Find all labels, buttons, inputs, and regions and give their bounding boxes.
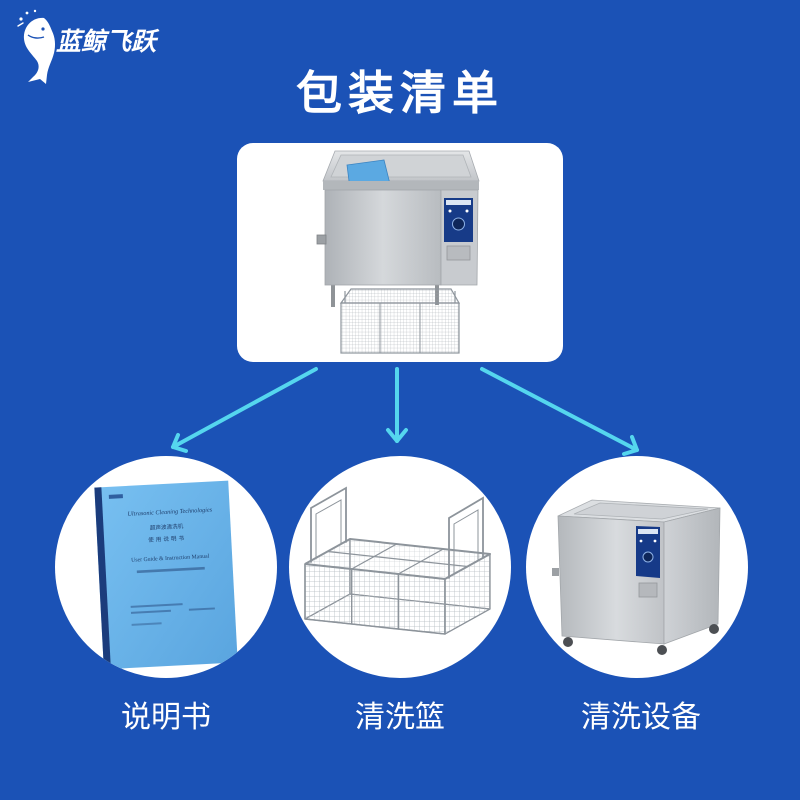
basket-divider xyxy=(327,550,468,568)
panel-button xyxy=(448,209,452,213)
caster-wheel xyxy=(563,637,573,647)
ultrasonic-cleaner-with-basket-photo xyxy=(316,150,480,354)
manual-logo-mark xyxy=(108,494,123,499)
control-dial xyxy=(642,551,654,563)
manual-text-bar xyxy=(136,566,205,574)
basket-body xyxy=(304,538,491,635)
manual-cover-line: User Guide & Instruction Manual xyxy=(131,554,210,564)
drain-pipe xyxy=(316,234,327,245)
brand-name: 蓝鲸飞跃 xyxy=(56,27,157,56)
caster-wheel xyxy=(657,645,667,655)
basket-right-handle xyxy=(448,496,484,579)
machine-top-band xyxy=(323,181,479,190)
cleaner-machine xyxy=(552,499,721,655)
item-label-manual: 说明书 xyxy=(121,700,211,735)
page-title: 包装清单 xyxy=(296,66,504,120)
control-panel-strip xyxy=(638,529,658,534)
cleaning-basket xyxy=(339,288,461,354)
machine-front xyxy=(324,189,442,286)
caster-wheel xyxy=(709,624,719,634)
instruction-manual-photo: Ultrasonic Cleaning Technologies 超声波清洗机 … xyxy=(94,480,238,670)
panel-button xyxy=(653,539,657,543)
item-label-equipment: 清洗设备 xyxy=(581,700,701,735)
basket-left-handle xyxy=(310,486,347,563)
wire-cleaning-basket-photo xyxy=(304,486,491,635)
basket-circle xyxy=(289,456,511,678)
manual-text-bar xyxy=(188,607,215,611)
panel-button xyxy=(639,539,643,543)
ultrasonic-cleaner-photo xyxy=(552,499,721,655)
machine-side xyxy=(663,507,721,645)
basket-front xyxy=(340,302,460,354)
control-panel-strip xyxy=(446,200,471,205)
manual-text-bar xyxy=(130,609,171,614)
manual-cover xyxy=(94,480,238,670)
manual-cover-line: Ultrasonic Cleaning Technologies xyxy=(127,506,213,517)
manual-spine xyxy=(94,487,111,670)
arrow-to-basket xyxy=(386,367,408,443)
machine-leg xyxy=(331,283,335,307)
drain-pipe xyxy=(552,568,559,576)
manual-book: Ultrasonic Cleaning Technologies 超声波清洗机 … xyxy=(94,480,238,670)
basket-top-rim xyxy=(304,538,491,580)
basket-top xyxy=(339,288,461,304)
arrow-to-manual xyxy=(171,367,318,453)
manual-circle: Ultrasonic Cleaning Technologies 超声波清洗机 … xyxy=(55,456,277,678)
cleaner-machine xyxy=(316,150,480,307)
panel-button xyxy=(465,209,469,213)
item-label-basket: 清洗篮 xyxy=(355,700,445,735)
machine-lid-panel xyxy=(573,502,709,520)
manual-text-bar xyxy=(130,603,183,608)
manual-cover-line: 超声波清洗机 xyxy=(150,522,184,532)
equipment-circle xyxy=(526,456,748,678)
manual-text-bar xyxy=(131,622,162,626)
power-box xyxy=(638,582,658,598)
manual-cover-line: 使用说明书 xyxy=(148,534,186,544)
control-dial xyxy=(452,217,465,231)
whale-logo-icon xyxy=(17,9,56,84)
power-box xyxy=(446,245,471,261)
product-photo-card xyxy=(237,143,563,362)
arrow-to-equipment xyxy=(480,367,639,456)
